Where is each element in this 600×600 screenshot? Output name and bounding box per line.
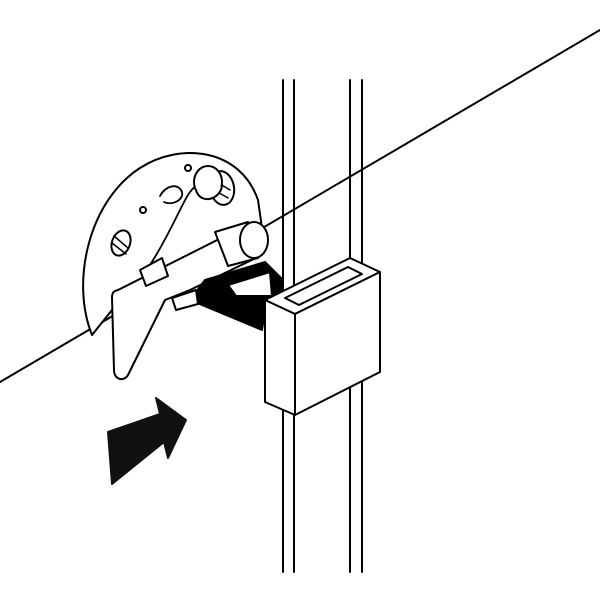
spring-wire xyxy=(147,185,197,269)
lever-arm xyxy=(111,225,263,381)
lever-clip xyxy=(139,257,169,287)
tab xyxy=(171,289,199,311)
spring-clip xyxy=(159,185,184,205)
roller xyxy=(214,221,269,267)
arrow-right-icon xyxy=(107,397,187,485)
clamp-box xyxy=(264,257,381,416)
screw-head xyxy=(193,165,223,201)
